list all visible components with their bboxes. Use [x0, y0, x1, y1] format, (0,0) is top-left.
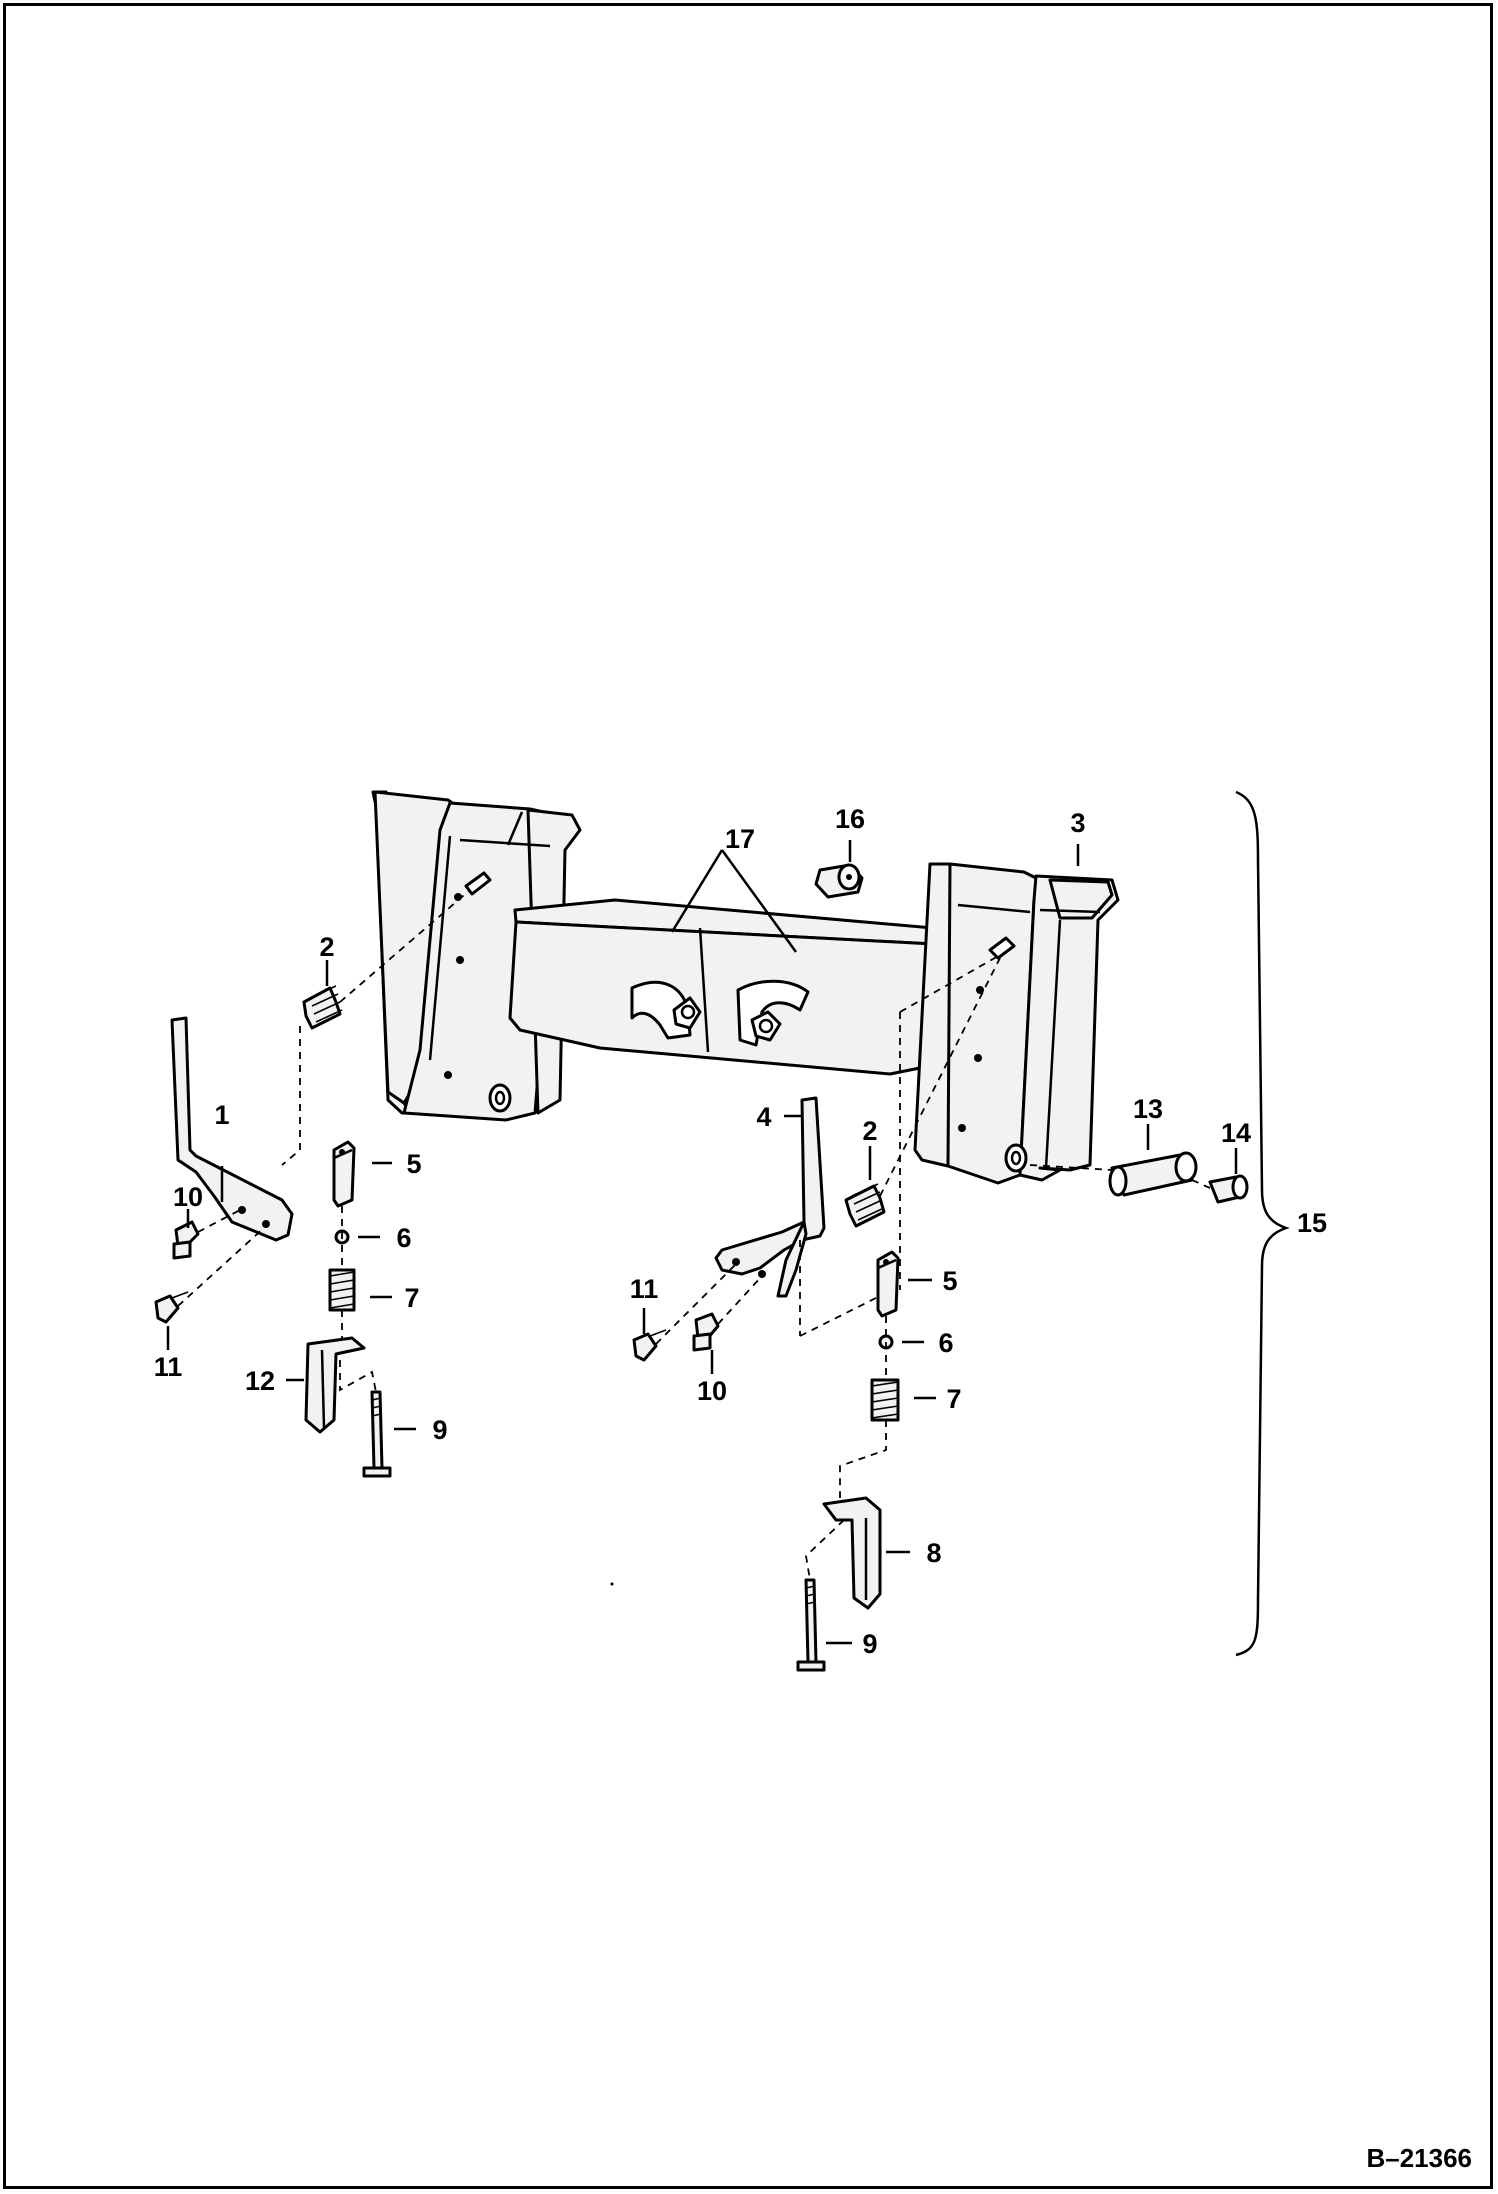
- latch-block-5-left: [332, 1140, 356, 1208]
- callout-8: 8: [926, 1538, 941, 1568]
- left-spring-to-lever-line: [281, 1026, 301, 1166]
- drawing-border: [3, 3, 1493, 2189]
- callout-7-right: 7: [946, 1384, 961, 1414]
- callout-6-right: 6: [938, 1328, 953, 1358]
- callout-1: 1: [214, 1100, 229, 1130]
- callout-14: 14: [1221, 1118, 1251, 1148]
- bolt-11-left: [154, 1291, 189, 1324]
- callout-7-left: 7: [404, 1283, 419, 1313]
- bolt-9-right: [796, 1578, 826, 1672]
- callout-11-left: 11: [154, 1352, 183, 1382]
- callout-4: 4: [756, 1102, 771, 1132]
- right-bolt-11-line: [655, 1263, 737, 1345]
- callout-2-right: 2: [862, 1116, 877, 1146]
- lever-1: [170, 1016, 294, 1242]
- callout-17: 17: [725, 824, 755, 854]
- callout-16: 16: [835, 804, 865, 834]
- right-bolt-10-line: [717, 1275, 763, 1325]
- callout-15: 15: [1297, 1208, 1327, 1238]
- attachment-frame: [371, 790, 1120, 1185]
- callout-13: 13: [1133, 1094, 1163, 1124]
- spring-2-right: [844, 1183, 886, 1228]
- spring-2-left: [302, 985, 343, 1030]
- bushing-16: [814, 863, 864, 899]
- right-lever-to-latch-line: [799, 1240, 881, 1337]
- spring-7-right: [870, 1378, 900, 1422]
- bolt-10-right: [692, 1312, 720, 1352]
- callout-10-right: 10: [697, 1376, 727, 1406]
- pin-13-alignment-line: [1029, 1164, 1113, 1171]
- callout-5-right: 5: [942, 1266, 957, 1296]
- left-bolt-10-line: [197, 1209, 241, 1233]
- callout-9-right: 9: [862, 1629, 877, 1659]
- bushing-14-alignment-line: [1191, 1179, 1211, 1189]
- callout-10-left: 10: [173, 1182, 203, 1212]
- lever-4: [714, 1096, 826, 1298]
- left-spring-to-frame-line: [339, 889, 471, 1003]
- pin-13: [1108, 1151, 1198, 1197]
- callout-5-left: 5: [406, 1149, 421, 1179]
- latch-8: [822, 1496, 882, 1610]
- bolt-11-right: [632, 1329, 667, 1362]
- latch-block-5-right: [876, 1250, 900, 1318]
- bushing-14: [1208, 1174, 1249, 1204]
- drawing-reference: B–21366: [1366, 2143, 1472, 2173]
- leader-lines: [166, 840, 1238, 1645]
- callout-labels: 1 2 2 3 4 5 5 6 6 7 7 8 9 9 10 10 11 11 …: [154, 804, 1327, 1659]
- callout-9-left: 9: [432, 1415, 447, 1445]
- callout-2-left: 2: [319, 932, 334, 962]
- bolt-9-left: [362, 1390, 392, 1478]
- stray-mark: [610, 1582, 614, 1586]
- bolt-10-left: [172, 1220, 200, 1260]
- callout-12: 12: [245, 1366, 275, 1396]
- spring-7-left: [328, 1268, 356, 1312]
- latch-12: [304, 1336, 366, 1434]
- callout-6-left: 6: [396, 1223, 411, 1253]
- left-bolt-11-line: [177, 1225, 267, 1307]
- right-latch-stack-line: [805, 1316, 887, 1581]
- left-latch-stack-line: [339, 1206, 377, 1393]
- callout-3: 3: [1070, 808, 1085, 838]
- assembly-brace: [1235, 790, 1290, 1657]
- callout-11-right: 11: [630, 1274, 659, 1304]
